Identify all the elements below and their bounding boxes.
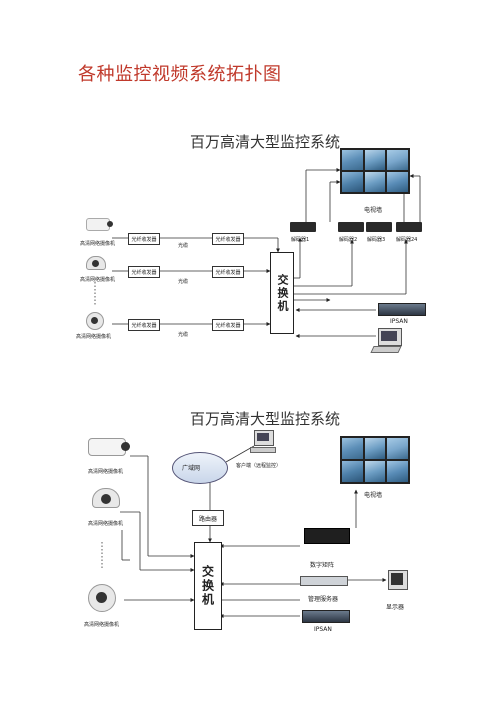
decoder-label-2: 解码器2	[339, 237, 358, 243]
ipsan-2-device	[302, 610, 350, 623]
decoder-device-24	[396, 222, 422, 232]
camera2-label-3: 高清网络摄像机	[84, 622, 120, 628]
fiber-label-2: 光缆	[178, 279, 189, 285]
wan-label: 广域网	[182, 465, 201, 472]
video-wall-2	[340, 436, 410, 484]
diagram1-title: 百万高清大型监控系统	[190, 133, 341, 151]
switch-1: 交换机	[270, 252, 294, 334]
camera-label-3: 高清网络摄像机	[76, 334, 112, 340]
decoder-device-1	[290, 222, 316, 232]
wan-cloud-icon	[172, 452, 228, 484]
decoder-label-1: 解码器1	[291, 237, 310, 243]
diagram2-title: 百万高清大型监控系统	[190, 410, 341, 428]
fiber-label-1: 光缆	[178, 243, 189, 249]
display-label: 显示器	[386, 604, 405, 611]
ipsan-1-label: IPSAN	[390, 318, 408, 325]
transceiver-3a: 光纤收发器	[128, 319, 160, 331]
video-wall-2-label: 电视墙	[364, 492, 383, 499]
client-keyboard-icon	[250, 447, 276, 453]
server-device	[300, 576, 348, 586]
ipsan-1-device	[378, 303, 426, 316]
camera2-label-1: 高清网络摄像机	[88, 469, 124, 475]
camera2-dome-icon	[92, 488, 120, 508]
camera-ptz-icon	[86, 312, 104, 330]
video-wall-1	[340, 148, 410, 194]
camera-dome-icon	[86, 256, 106, 270]
camera-label-1: 高清网络摄像机	[80, 241, 116, 247]
decoder-device-2	[338, 222, 364, 232]
transceiver-1a: 光纤收发器	[128, 233, 160, 245]
transceiver-3b: 光纤收发器	[212, 319, 244, 331]
router-box: 路由器	[192, 510, 224, 526]
fiber-label-3: 光缆	[178, 332, 189, 338]
decoder-label-3: 解码器3	[367, 237, 386, 243]
server-label: 管理服务器	[308, 596, 339, 603]
video-wall-1-label: 电视墙	[364, 207, 383, 214]
decoder-label-24: 解码器24	[396, 237, 418, 243]
switch-2: 交换机	[194, 542, 222, 630]
transceiver-2b: 光纤收发器	[212, 266, 244, 278]
matrix-label: 数字矩阵	[310, 562, 335, 569]
camera2-bullet-icon	[88, 438, 130, 456]
pc-monitor-1-icon	[378, 328, 402, 346]
matrix-device	[304, 528, 350, 544]
ipsan-2-label: IPSAN	[314, 626, 332, 633]
transceiver-2a: 光纤收发器	[128, 266, 160, 278]
transceiver-1b: 光纤收发器	[212, 233, 244, 245]
camera-bullet-icon	[86, 218, 113, 231]
client-label: 客户端（远程监控）	[236, 463, 282, 469]
decoder-device-3	[366, 222, 392, 232]
camera-label-2: 高清网络摄像机	[80, 277, 116, 283]
camera2-label-2: 高清网络摄像机	[88, 521, 124, 527]
client-monitor-icon	[254, 430, 274, 446]
camera2-ptz-icon	[88, 584, 116, 612]
page-title: 各种监控视频系统拓扑图	[78, 64, 282, 85]
display-monitor-icon	[388, 570, 408, 590]
